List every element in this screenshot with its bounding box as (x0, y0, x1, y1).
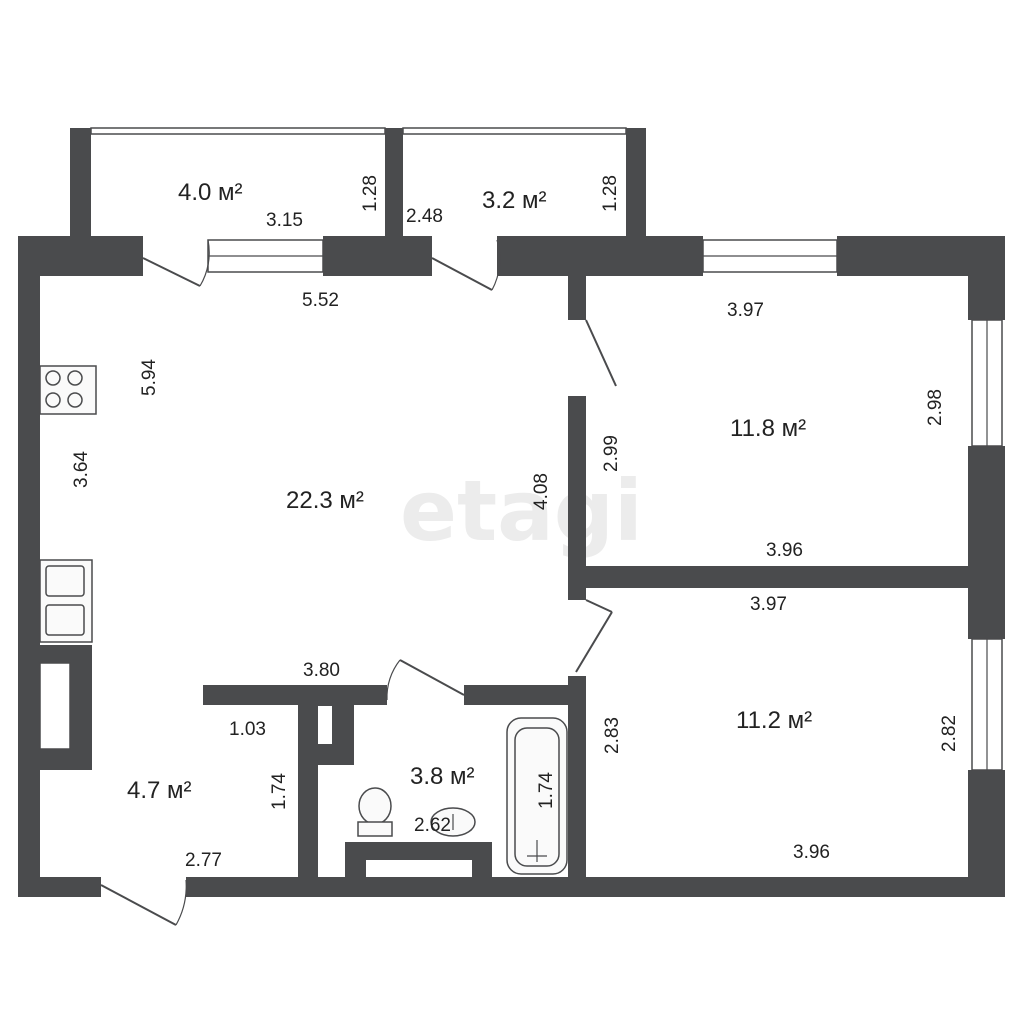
windows (90, 127, 1003, 771)
kitchen-bottom: 3.80 (303, 660, 340, 681)
kitchen-area: 22.3 м² (286, 487, 364, 514)
bedroom-bottom-left: 2.83 (602, 717, 623, 754)
stove-icon (39, 365, 97, 415)
bedroom-bottom-area: 11.2 м² (736, 707, 812, 734)
bathroom-area: 3.8 м² (410, 763, 475, 790)
balcony-left-width: 3.15 (266, 210, 303, 231)
balcony-left-depth: 1.28 (360, 175, 381, 212)
hall-top: 1.03 (229, 719, 266, 740)
hall-right: 1.74 (269, 773, 290, 810)
bathtub-icon (506, 717, 568, 875)
balcony-right-width: 2.48 (406, 206, 443, 227)
bedroom-bottom-bottom: 3.96 (793, 842, 830, 863)
hall-bottom: 2.77 (185, 850, 222, 871)
kitchen-length: 5.94 (139, 359, 160, 396)
bedroom-bottom-right: 2.82 (939, 715, 960, 752)
hall-area: 4.7 м² (127, 777, 192, 804)
bathroom-width: 2.62 (414, 815, 451, 836)
bedroom-bottom-top: 3.97 (750, 594, 787, 615)
bedroom-top-bottom: 3.96 (766, 540, 803, 561)
bedroom-top-top: 3.97 (727, 300, 764, 321)
walls (18, 128, 1005, 897)
toilet-icon (357, 787, 393, 837)
niche (39, 662, 71, 750)
bath-cabinet (345, 842, 492, 877)
balcony-right-depth: 1.28 (600, 175, 621, 212)
bathroom-depth: 1.74 (536, 772, 557, 809)
sink-icon (39, 559, 93, 643)
balcony-right-area: 3.2 м² (482, 187, 547, 214)
washbasin-icon (430, 807, 476, 837)
bedroom-top-right: 2.98 (925, 389, 946, 426)
doors (100, 239, 617, 926)
kitchen-left: 3.64 (71, 451, 92, 488)
bedroom-top-left: 2.99 (601, 435, 622, 472)
bedroom-top-area: 11.8 м² (730, 415, 806, 442)
watermark: etagi (400, 462, 643, 560)
shaft (318, 706, 332, 744)
kitchen-top: 5.52 (302, 290, 339, 311)
kitchen-right: 4.08 (531, 473, 552, 510)
balcony-left-area: 4.0 м² (178, 179, 243, 206)
